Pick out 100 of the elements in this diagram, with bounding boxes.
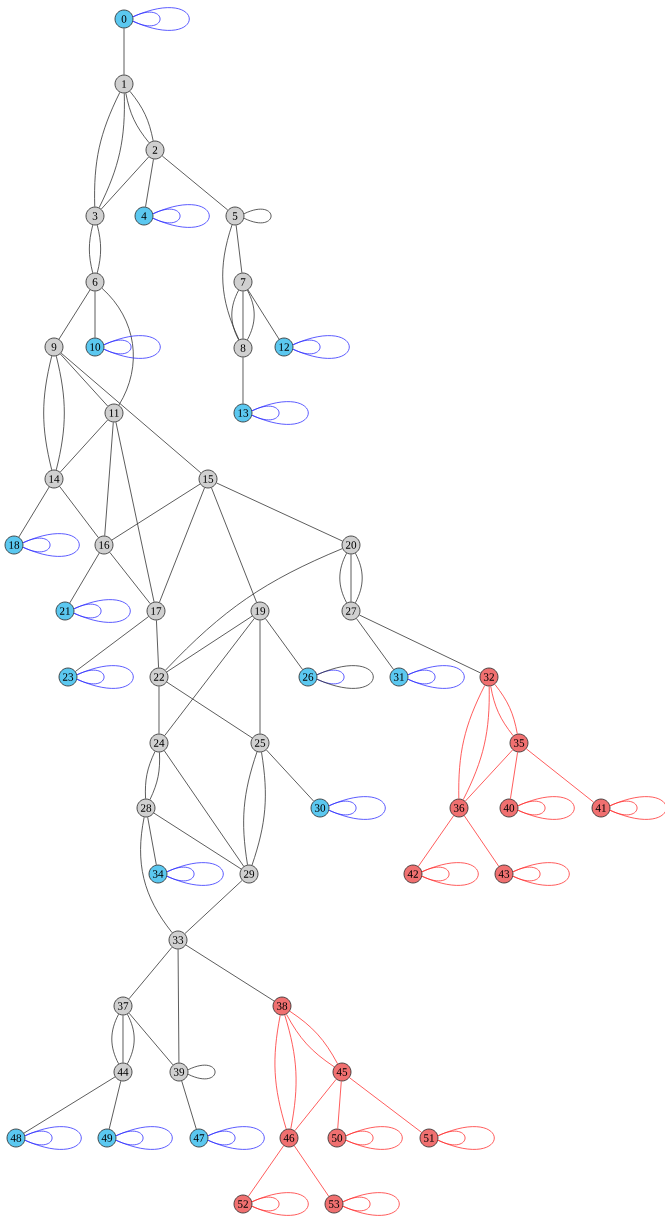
graph-node: 10 (85, 337, 105, 357)
edge (158, 686, 160, 734)
self-loop (22, 533, 80, 557)
self-loop (73, 599, 131, 623)
edge (96, 224, 102, 274)
edge (166, 681, 253, 739)
graph-node: 49 (97, 1128, 117, 1148)
edge (247, 289, 255, 341)
edge (69, 552, 100, 604)
edge (108, 1080, 122, 1130)
edge (123, 28, 125, 75)
graph-node: 38 (272, 996, 292, 1016)
edge (104, 422, 114, 537)
self-loop (132, 7, 190, 31)
edge (94, 291, 96, 338)
edge (177, 949, 180, 1063)
self-loop (342, 1192, 400, 1216)
graph-node: 30 (310, 798, 330, 818)
graph-node: 19 (250, 601, 270, 621)
edge (145, 751, 156, 799)
edge (274, 1014, 287, 1130)
graph-node: 32 (479, 667, 499, 687)
edge (165, 548, 343, 671)
self-loop (152, 204, 210, 228)
edge (265, 618, 303, 670)
graph-node: 39 (169, 1062, 189, 1082)
self-loop (103, 335, 161, 359)
self-loop (24, 1126, 82, 1150)
edge (510, 751, 518, 800)
self-loop (407, 665, 465, 689)
self-loop (166, 862, 224, 886)
self-loop (437, 1126, 495, 1150)
edge (242, 291, 244, 339)
graph-node: 12 (274, 337, 294, 357)
graph-node: 48 (6, 1128, 26, 1148)
edge (211, 487, 257, 603)
edge (463, 815, 500, 867)
graph-node: 28 (136, 798, 156, 818)
graph-node: 47 (189, 1128, 209, 1148)
edge (156, 620, 159, 668)
graph-node: 51 (419, 1128, 439, 1148)
edge (166, 615, 253, 673)
self-loop (251, 401, 309, 425)
edge (251, 751, 266, 866)
edge (55, 355, 65, 471)
graph-node: 42 (403, 864, 423, 884)
graph-node: 44 (113, 1062, 133, 1082)
graph-node: 0 (114, 9, 134, 29)
self-loop (292, 335, 350, 359)
graph-node: 24 (149, 733, 169, 753)
edge (525, 748, 595, 803)
self-loop (187, 1064, 216, 1080)
edge (349, 1077, 422, 1133)
edge (100, 156, 150, 210)
graph-node: 6 (85, 272, 105, 292)
graph-node: 7 (233, 272, 253, 292)
edge (111, 1013, 119, 1065)
edge (243, 751, 258, 866)
edge (247, 289, 280, 340)
graph-node: 15 (198, 469, 218, 489)
edge (284, 1014, 297, 1130)
edge (43, 355, 53, 471)
edge (337, 1081, 342, 1130)
graph-node: 22 (149, 667, 169, 687)
self-loop (76, 665, 134, 689)
self-loop (207, 1126, 265, 1150)
edge (60, 352, 202, 474)
graph-node: 18 (4, 535, 24, 555)
graph-node: 31 (389, 667, 409, 687)
graph-node: 25 (250, 733, 270, 753)
edge (128, 1012, 174, 1066)
edge (242, 357, 244, 404)
edge (339, 552, 347, 604)
self-loop (243, 208, 272, 224)
edge (359, 614, 481, 674)
self-loop (316, 665, 374, 689)
edge (59, 353, 109, 407)
graph-node: 20 (341, 535, 361, 555)
edge (161, 155, 229, 211)
edge (259, 620, 261, 734)
edge (216, 482, 343, 542)
graph-node: 9 (44, 337, 64, 357)
edge (350, 554, 352, 602)
self-loop (345, 1126, 403, 1150)
graph-node: 21 (55, 601, 75, 621)
graph-node: 17 (146, 601, 166, 621)
edge (231, 289, 239, 341)
graph-node: 3 (85, 206, 105, 226)
graph-node: 26 (298, 667, 318, 687)
edge (88, 224, 94, 274)
graph-node: 50 (327, 1128, 347, 1148)
edge (163, 750, 245, 867)
graph-node: 43 (494, 864, 514, 884)
edge (248, 1145, 285, 1197)
self-loop (517, 796, 575, 820)
graph-node: 2 (145, 140, 165, 160)
edge (164, 618, 255, 736)
self-loop (115, 1126, 173, 1150)
edge (115, 421, 155, 603)
edge (222, 224, 240, 340)
